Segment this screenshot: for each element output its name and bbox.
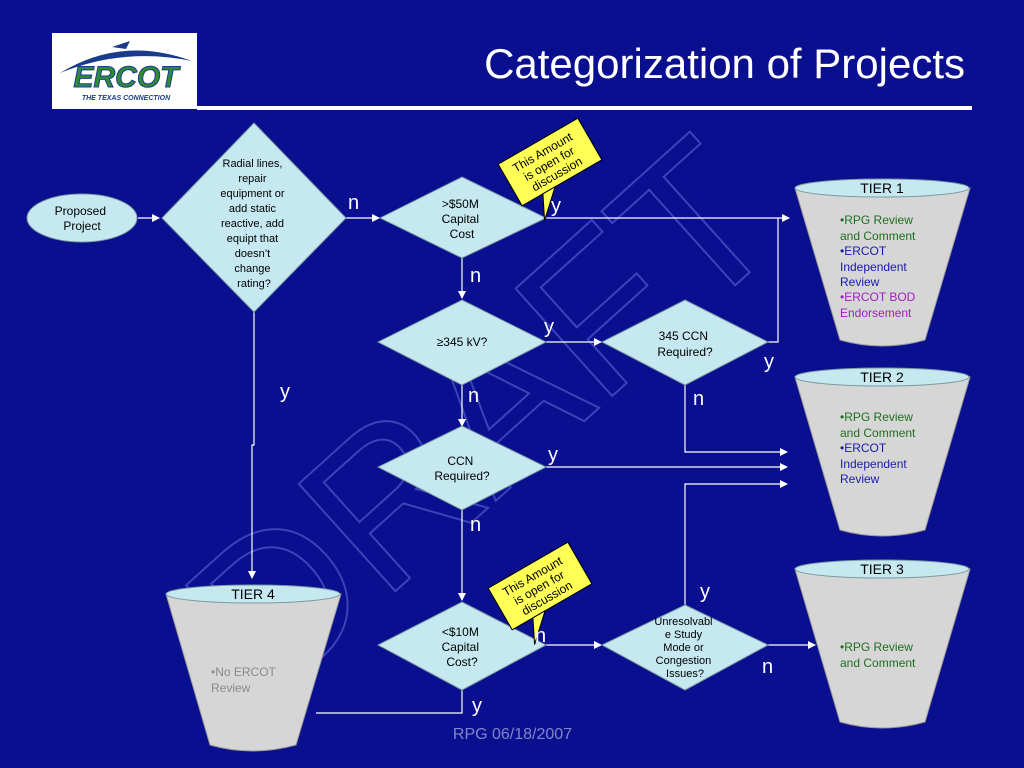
edge-label-cap50-n: n [470, 265, 481, 287]
tier-4-label: TIER 4 [231, 586, 275, 602]
kv-345-decision [376, 299, 548, 386]
ccn-decision [376, 425, 548, 511]
tier-4-bucket: TIER 4 •No ERCOT Review [165, 584, 342, 752]
ccn-label: CCN Required? [434, 454, 490, 483]
edge-ccn345-tier2 [684, 385, 788, 456]
edge-unres-tier2 [684, 480, 788, 605]
connectors [138, 214, 816, 714]
svg-text:•No ERCOT Review: •No ERCOT Review [211, 665, 279, 695]
ercot-logo-graphic: ERCOT THE TEXAS CONNECTION [60, 41, 192, 102]
edge-radial-tier4 [248, 312, 256, 579]
svg-text:•RPG Review and Commen: •RPG Review and Comment [840, 640, 916, 670]
proposed-project-node [26, 193, 138, 243]
kv-345-label: ≥345 kV? [437, 335, 488, 349]
edge-label-kv-n: n [468, 385, 479, 407]
tier-2-bucket: TIER 2 •RPG Review and Comment •ERCOT In… [794, 367, 971, 537]
edge-label-cap10-n: n [535, 625, 546, 647]
edge-label-cap10-y: y [472, 695, 482, 717]
capital-10m-label: <$10M Capital Cost? [442, 625, 483, 669]
edge-label-radial-n: n [348, 192, 359, 214]
footer-date: RPG 06/18/2007 [452, 726, 573, 743]
capital-50m-label: >$50M Capital Cost [442, 197, 483, 241]
edge-label-ccn345-n: n [693, 388, 704, 410]
edge-label-radial-y: y [280, 381, 290, 403]
edge-label-ccn-y: y [548, 444, 558, 466]
tier-2-label: TIER 2 [860, 369, 904, 385]
logo-star-icon [112, 41, 130, 49]
logo-swoosh-icon [60, 50, 192, 73]
radial-lines-decision [161, 122, 347, 313]
tier-1-bucket: TIER 1 •RPG Review and Comment •ERCOT In… [794, 178, 971, 347]
ccn-345-label: 345 CCN Required? [657, 329, 713, 359]
unresolvable-decision [600, 604, 770, 691]
title-divider [197, 106, 972, 110]
proposed-project-label: Proposed Project [55, 204, 110, 233]
edge-label-ccn345-y: y [764, 351, 774, 373]
edge-labels: n y y n y n y n y n n y y n [280, 192, 774, 717]
capital-10m-decision [376, 601, 548, 691]
capital-50m-decision [378, 176, 548, 259]
radial-lines-label: Radial lines, repair equipment or add st… [220, 158, 287, 290]
svg-text:•RPG Review and Commen: •RPG Review and Comment •ERCOT Independe… [840, 410, 919, 486]
ercot-logo: ERCOT THE TEXAS CONNECTION [52, 33, 197, 109]
tier-3-bucket: TIER 3 •RPG Review and Comment [794, 559, 971, 729]
edge-label-kv-y: y [544, 316, 554, 338]
logo-word: ERCOT [74, 61, 182, 94]
edge-label-cap50-y: y [551, 195, 561, 217]
svg-text:•RPG Review and Commen: •RPG Review and Comment •ERCOT Independe… [840, 213, 919, 320]
edge-cap10-tier4 [316, 690, 463, 714]
ccn-345-decision [600, 299, 770, 386]
edge-label-unres-n: n [762, 656, 773, 678]
page-title: Categorization of Projects [484, 40, 965, 87]
edge-label-ccn-n: n [470, 514, 481, 536]
logo-tagline: THE TEXAS CONNECTION [82, 95, 171, 102]
tier-1-label: TIER 1 [860, 180, 904, 196]
unresolvable-label: Unresolvabl e Study Mode or Congestion I… [654, 616, 715, 680]
tier-3-label: TIER 3 [860, 561, 904, 577]
edge-ccn345-tier1 [768, 218, 779, 343]
edge-label-unres-y: y [700, 581, 710, 603]
